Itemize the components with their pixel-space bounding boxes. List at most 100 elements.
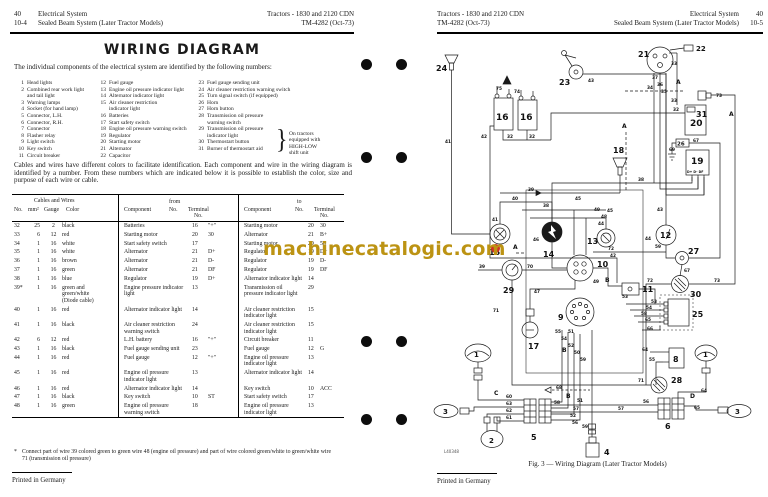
left-printed-in: Printed in Germany bbox=[12, 477, 66, 484]
list-brace: } bbox=[276, 124, 288, 155]
diagram-label-62: 62 bbox=[506, 408, 512, 414]
diagram-label-14: 14 bbox=[543, 250, 555, 259]
diagram-label-25: 25 bbox=[692, 310, 704, 319]
regulator-19 bbox=[685, 149, 710, 195]
diagram-label-59: 59 bbox=[580, 357, 586, 363]
diagram-label-B: B bbox=[566, 393, 571, 400]
diagram-label-12: 12 bbox=[660, 231, 671, 240]
diagram-label-47: 47 bbox=[534, 289, 540, 295]
turn-signal-switch-25 bbox=[659, 294, 694, 331]
light-switch-9 bbox=[565, 297, 595, 327]
wiring-diagram: 2423212231201616191815142913121027301192… bbox=[433, 44, 752, 458]
diagram-label-39: 39 bbox=[479, 264, 485, 270]
diagram-label-52: 52 bbox=[568, 343, 574, 349]
diagram-label-43: 43 bbox=[657, 207, 663, 213]
dash-console-outline bbox=[525, 189, 644, 374]
battery-16-left bbox=[493, 87, 514, 131]
table-vertical-rule-2 bbox=[238, 195, 239, 418]
diagram-label-36: 36 bbox=[657, 82, 663, 88]
punch-hole-dot bbox=[361, 152, 372, 163]
watermark: machinecatalogic.com bbox=[263, 238, 506, 260]
diagram-label-50: 50 bbox=[574, 350, 580, 356]
alternator-indicator-14 bbox=[541, 221, 563, 243]
diagram-label-31: 31 bbox=[696, 110, 708, 119]
starting-motor-20 bbox=[684, 104, 707, 136]
punch-hole-dot bbox=[396, 336, 407, 347]
diagram-label-71: 71 bbox=[493, 308, 499, 314]
diagram-label-51: 51 bbox=[568, 329, 574, 335]
diagram-label-38: 38 bbox=[638, 177, 644, 183]
diagram-label-34: 34 bbox=[647, 85, 653, 91]
diagram-label-52: 52 bbox=[570, 413, 576, 419]
diagram-label-32: 32 bbox=[673, 107, 679, 113]
diagram-label-67: 67 bbox=[693, 138, 699, 144]
key-switch-10 bbox=[566, 254, 594, 282]
horn-button-27 bbox=[675, 251, 689, 265]
right-printed-in: Printed in Germany bbox=[437, 478, 491, 485]
left-header-rule bbox=[10, 32, 354, 34]
diagram-label-1: 1 bbox=[474, 351, 479, 359]
battery-16-right bbox=[517, 90, 538, 131]
watermark-dot bbox=[491, 244, 500, 253]
diagram-label-39: 39 bbox=[528, 187, 534, 193]
diagram-label-11: 11 bbox=[642, 285, 654, 294]
alternator-21 bbox=[646, 46, 674, 74]
diagram-label-72: 72 bbox=[608, 246, 614, 252]
diagram-label-42: 42 bbox=[481, 134, 487, 140]
diagram-label-46: 46 bbox=[533, 237, 539, 243]
diagram-label-10: 10 bbox=[597, 260, 609, 269]
diagram-label-63: 63 bbox=[506, 401, 512, 407]
connector-5 bbox=[523, 398, 552, 424]
table-vertical-rule-1 bbox=[118, 195, 119, 418]
diagram-label-33: 33 bbox=[671, 61, 677, 67]
head-light-1-right bbox=[694, 344, 718, 374]
diagram-label-44: 44 bbox=[645, 236, 651, 242]
plate-code: L40348 bbox=[444, 449, 459, 454]
diagram-label-48: 48 bbox=[601, 214, 607, 220]
diagram-label-56: 56 bbox=[643, 399, 649, 405]
fuel-sender-23 bbox=[561, 50, 584, 80]
diagram-label-41: 41 bbox=[445, 139, 451, 145]
diagram-label-68: 68 bbox=[556, 385, 562, 391]
diagram-label-19: 19 bbox=[691, 157, 704, 167]
diagram-label-C: C bbox=[494, 390, 499, 397]
punch-hole-dot bbox=[396, 152, 407, 163]
diagram-label-40: 40 bbox=[512, 196, 518, 202]
oil-indicator-13 bbox=[596, 228, 616, 248]
diagram-label-9: 9 bbox=[558, 313, 564, 322]
cables-wires-table: Cables and Wires No. mm² Gauge Color Com… bbox=[12, 194, 344, 419]
diagram-label-65: 65 bbox=[645, 317, 651, 323]
diagram-label-A: A bbox=[676, 79, 681, 86]
diagram-label-49: 49 bbox=[594, 207, 600, 213]
diagram-label-1: 1 bbox=[703, 351, 708, 359]
diagram-label-22: 22 bbox=[696, 45, 706, 53]
transmission-indicator-29 bbox=[501, 259, 523, 281]
connector-6 bbox=[657, 397, 685, 420]
diagram-label-27: 27 bbox=[688, 247, 699, 256]
